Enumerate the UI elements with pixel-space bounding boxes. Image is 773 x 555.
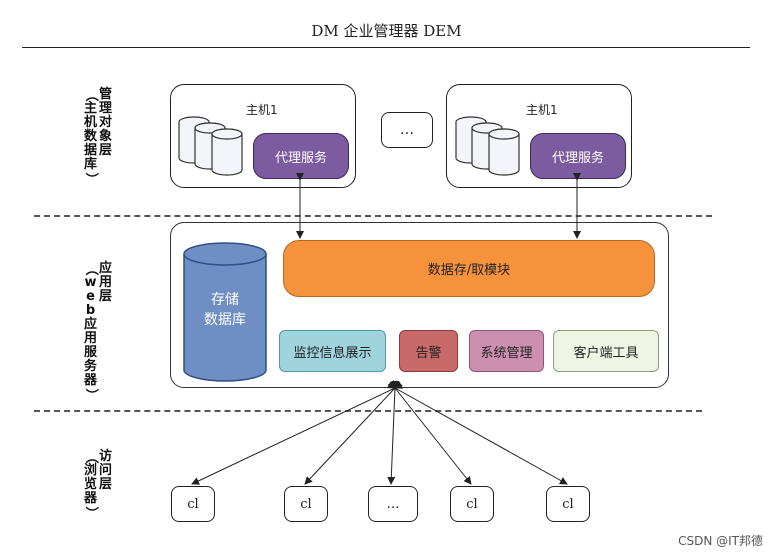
layer-label-char: ） (83, 506, 99, 520)
layer-label-char: e (86, 289, 95, 304)
layer-label-char: 应 (99, 261, 113, 276)
layer-label-char: 库 (84, 157, 98, 172)
storage-database-line: 数据库 (204, 312, 246, 328)
layer-label-char: 象 (99, 129, 113, 144)
agent-service-2: 代理服务 (530, 133, 626, 179)
layer-label-char: 应 (84, 317, 98, 332)
client-ellipsis: … (368, 486, 418, 522)
watermark: CSDN @IT邦德 (678, 534, 763, 548)
client-arrow (386, 381, 568, 485)
host-label: 主机1 (246, 103, 278, 117)
layer-label-char: 览 (84, 477, 98, 492)
layer-label-char: 用 (84, 331, 98, 346)
layer-label-char: 主 (84, 101, 98, 116)
layer-label-char: 务 (84, 359, 98, 374)
monitor-display-box: 监控信息展示 (279, 330, 386, 372)
layer-label-char: （ (83, 88, 99, 102)
layer-label-column: （浏览器） (83, 450, 99, 519)
layer-label-char: 访 (99, 449, 113, 464)
diagram-title: DM 企业管理器 DEM (311, 22, 462, 40)
host-databases-1 (178, 116, 243, 176)
host-databases-2 (455, 116, 520, 176)
layer-label-char: 用 (99, 275, 113, 290)
layer-label-char: ） (83, 172, 99, 186)
layer-label-char: 理 (99, 101, 113, 116)
layer-separator-top (34, 215, 712, 217)
client-arrow (304, 380, 403, 485)
database-icon (488, 128, 520, 176)
storage-database-icon (183, 242, 267, 382)
agent-service-1: 代理服务 (253, 133, 349, 179)
storage-database-line: 存储 (211, 292, 239, 308)
layer-label-column: 应用层 (99, 262, 112, 382)
alarm-box: 告警 (399, 330, 458, 372)
system-management-box: 系统管理 (469, 330, 544, 372)
layer-label-char: （ (83, 450, 99, 464)
layer-label-char: 层 (99, 289, 113, 304)
layer-label-char: w (84, 275, 97, 290)
layer-label-column: 访问层 (99, 450, 112, 510)
layer-label-char: 服 (84, 345, 98, 360)
data-access-module: 数据存/取模块 (283, 240, 655, 297)
layer-label-char: 问 (99, 463, 113, 478)
layer-label-char: 机 (84, 115, 98, 130)
host-ellipsis: … (381, 112, 433, 148)
layer-label-char: 数 (84, 129, 98, 144)
client-node: cl (546, 486, 590, 522)
layer-label-char: 对 (99, 115, 113, 130)
layer-label-char: 层 (99, 477, 113, 492)
layer-label-char: b (85, 303, 96, 318)
access-layer-label: 访问层（浏览器） (83, 450, 122, 520)
layer-label-char: 器 (84, 373, 98, 388)
layer-separator-bottom (34, 410, 702, 412)
layer-label-char: 据 (84, 143, 98, 158)
client-arrow (387, 380, 472, 485)
management-layer-label: 管理对象层（主机数据库） (83, 88, 122, 186)
client-node: cl (171, 486, 215, 522)
layer-label-char: 层 (99, 143, 113, 158)
layer-label-char: （ (83, 262, 99, 276)
layer-label-column: 管理对象层 (99, 88, 112, 178)
client-node: cl (284, 486, 328, 522)
layer-label-column: （主机数据库） (83, 88, 99, 185)
layer-label-char: 器 (84, 491, 98, 506)
layer-label-char: ） (83, 388, 99, 402)
host-label: 主机1 (526, 103, 558, 117)
layer-label-char: 浏 (84, 463, 98, 478)
client-node: cl (450, 486, 494, 522)
client-tools-box: 客户端工具 (553, 330, 659, 372)
client-arrow (191, 381, 404, 485)
database-icon (211, 128, 243, 176)
storage-database-label: 存储 数据库 (183, 290, 267, 330)
client-arrow (387, 380, 400, 485)
title-rule (22, 47, 750, 48)
layer-label-char: 管 (99, 87, 113, 102)
